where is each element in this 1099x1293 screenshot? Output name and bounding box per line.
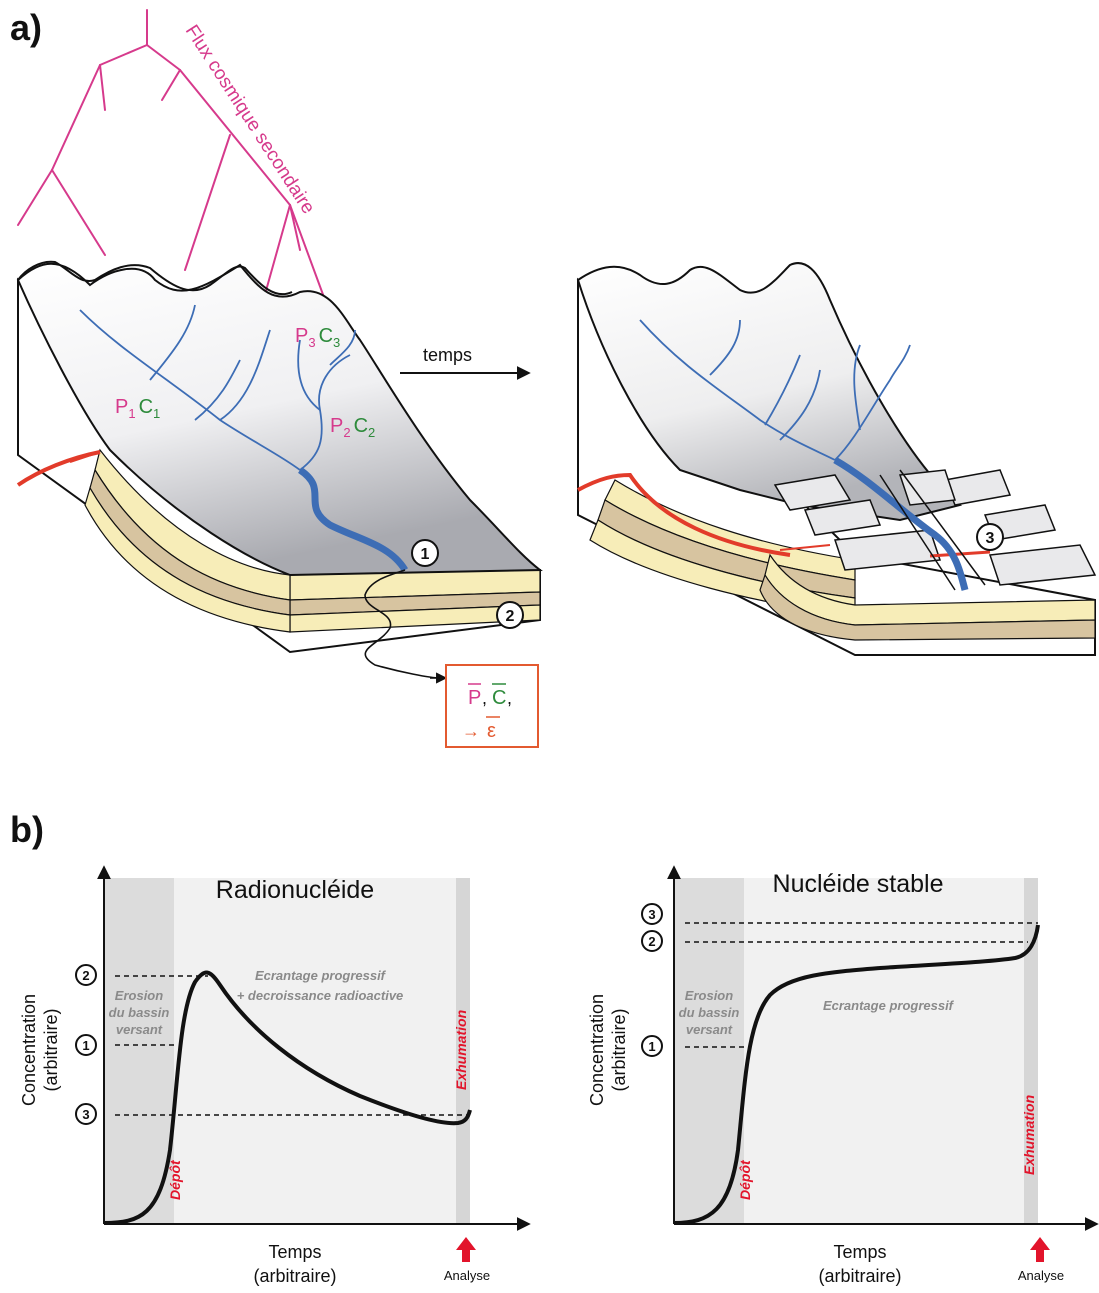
svg-text:(arbitraire): (arbitraire)	[253, 1266, 336, 1286]
panel-a-label: a)	[10, 7, 42, 48]
svg-text:Erosion: Erosion	[115, 988, 163, 1003]
svg-text:Ecrantage progressif: Ecrantage progressif	[823, 998, 955, 1013]
svg-text:du bassin: du bassin	[109, 1005, 170, 1020]
chart2-title: Nucléide stable	[773, 870, 944, 898]
chart2-analyse-arrow	[1030, 1237, 1050, 1262]
svg-text:versant: versant	[116, 1022, 163, 1037]
svg-text:1: 1	[82, 1038, 89, 1053]
svg-text:Concentration: Concentration	[19, 994, 39, 1106]
chart1-marker-3: 3	[75, 1103, 97, 1125]
chart2-marker-1: 1	[641, 1035, 663, 1057]
svg-text:Analyse: Analyse	[1018, 1268, 1064, 1283]
result-arrow: →	[462, 721, 480, 741]
svg-text:3: 3	[82, 1107, 89, 1122]
svg-text:Erosion: Erosion	[685, 988, 733, 1003]
chart1-exhumation: Exhumation	[453, 1010, 469, 1090]
block-diagram-left	[16, 260, 543, 684]
result-epsilon: ε	[487, 720, 496, 742]
svg-text:(arbitraire): (arbitraire)	[41, 1008, 61, 1091]
svg-text:(arbitraire): (arbitraire)	[609, 1008, 629, 1091]
chart1-depot: Dépôt	[167, 1159, 183, 1200]
panel-b-label: b)	[10, 809, 44, 850]
flux-label: Flux cosmique secondaire	[181, 21, 319, 218]
marker-2: 2	[496, 601, 524, 629]
svg-text:,: ,	[482, 688, 487, 708]
svg-text:Temps: Temps	[268, 1242, 321, 1262]
chart2-exhumation: Exhumation	[1021, 1095, 1037, 1175]
svg-text:temps: temps	[423, 345, 472, 365]
time-arrow: temps	[400, 345, 531, 380]
result-c: C	[492, 687, 506, 709]
svg-text:(arbitraire): (arbitraire)	[818, 1266, 901, 1286]
marker-1: 1	[411, 539, 439, 567]
curve-radionucleide	[103, 970, 472, 1225]
block-diagram-right	[576, 262, 1097, 656]
chart2-depot: Dépôt	[737, 1159, 753, 1200]
result-p: P	[468, 687, 481, 709]
svg-text:versant: versant	[686, 1022, 733, 1037]
svg-text:3: 3	[648, 907, 655, 922]
chart1-analyse-arrow	[456, 1237, 476, 1262]
svg-text:,: ,	[507, 688, 512, 708]
svg-text:Analyse: Analyse	[444, 1268, 490, 1283]
svg-text:2: 2	[82, 968, 89, 983]
svg-text:Concentration: Concentration	[587, 994, 607, 1106]
chart1-title: Radionucléide	[216, 876, 374, 904]
svg-text:Temps: Temps	[833, 1242, 886, 1262]
chart2-marker-2: 2	[641, 930, 663, 952]
svg-text:2: 2	[648, 934, 655, 949]
marker-3: 3	[976, 523, 1004, 551]
cosmic-ray-tree	[17, 9, 326, 331]
svg-text:2: 2	[506, 608, 515, 625]
svg-text:3: 3	[986, 530, 995, 547]
svg-text:du bassin: du bassin	[679, 1005, 740, 1020]
svg-text:+ decroissance radioactive: + decroissance radioactive	[237, 988, 404, 1003]
curve-nucleide-stable	[673, 924, 1040, 1225]
chart2-marker-3: 3	[641, 903, 663, 925]
svg-text:1: 1	[421, 546, 430, 563]
chart-nucleide-stable: 3 2 1 Nucléide stable Erosion du bassin …	[587, 865, 1099, 1286]
svg-text:Ecrantage progressif: Ecrantage progressif	[255, 968, 387, 983]
chart-radionucleide: 2 1 3 Radionucléide Erosion du bassin ve…	[19, 865, 531, 1286]
chart1-marker-1: 1	[75, 1034, 97, 1056]
result-box: P , C , → ε	[445, 664, 539, 748]
chart1-marker-2: 2	[75, 964, 97, 986]
svg-text:1: 1	[648, 1039, 655, 1054]
